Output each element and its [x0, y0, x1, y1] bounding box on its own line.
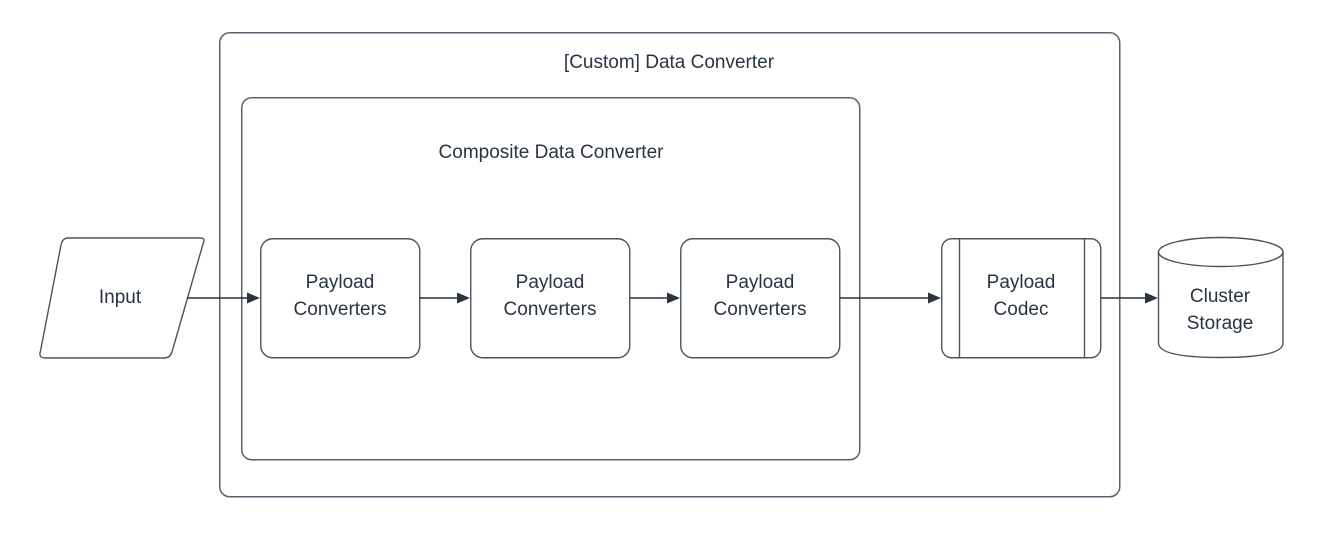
edge-payload-codec-to-cluster-storage — [1101, 292, 1158, 304]
node-payload-converters-3-label-line-2: Converters — [714, 299, 807, 320]
node-payload-converters-1[interactable] — [260, 238, 421, 359]
node-payload-converters-3-label-line-1: Payload — [726, 272, 795, 293]
node-payload-codec-label-line-1: Payload — [987, 272, 1056, 293]
edge-payload-converters-2-to-3 — [630, 292, 680, 304]
edge-payload-converters-1-to-2 — [420, 292, 470, 304]
node-payload-converters-2-label-line-2: Converters — [504, 299, 597, 320]
node-cluster-storage[interactable] — [1157, 236, 1284, 359]
container-composite-data-converter-label: Composite Data Converter — [439, 142, 665, 163]
cluster-storage-top-ellipse — [1157, 236, 1284, 268]
node-cluster-storage-label-line-1: Cluster — [1190, 286, 1251, 307]
node-payload-converters-3[interactable] — [680, 238, 841, 359]
node-payload-codec[interactable] — [941, 238, 1102, 359]
container-custom-data-converter-label: [Custom] Data Converter — [564, 52, 775, 73]
node-payload-codec-label-line-2: Codec — [994, 299, 1049, 320]
node-payload-converters-2-label-line-1: Payload — [516, 272, 585, 293]
node-payload-converters-2[interactable] — [470, 238, 631, 359]
edge-payload-converters-3-to-payload-codec — [840, 292, 941, 304]
node-cluster-storage-label-line-2: Storage — [1187, 313, 1254, 334]
node-input-label: Input — [99, 287, 142, 308]
node-payload-converters-1-label-line-1: Payload — [306, 272, 375, 293]
edge-input-to-payload-converters-1 — [187, 292, 260, 304]
node-payload-converters-1-label-line-2: Converters — [294, 299, 387, 320]
node-input[interactable] — [39, 237, 205, 359]
